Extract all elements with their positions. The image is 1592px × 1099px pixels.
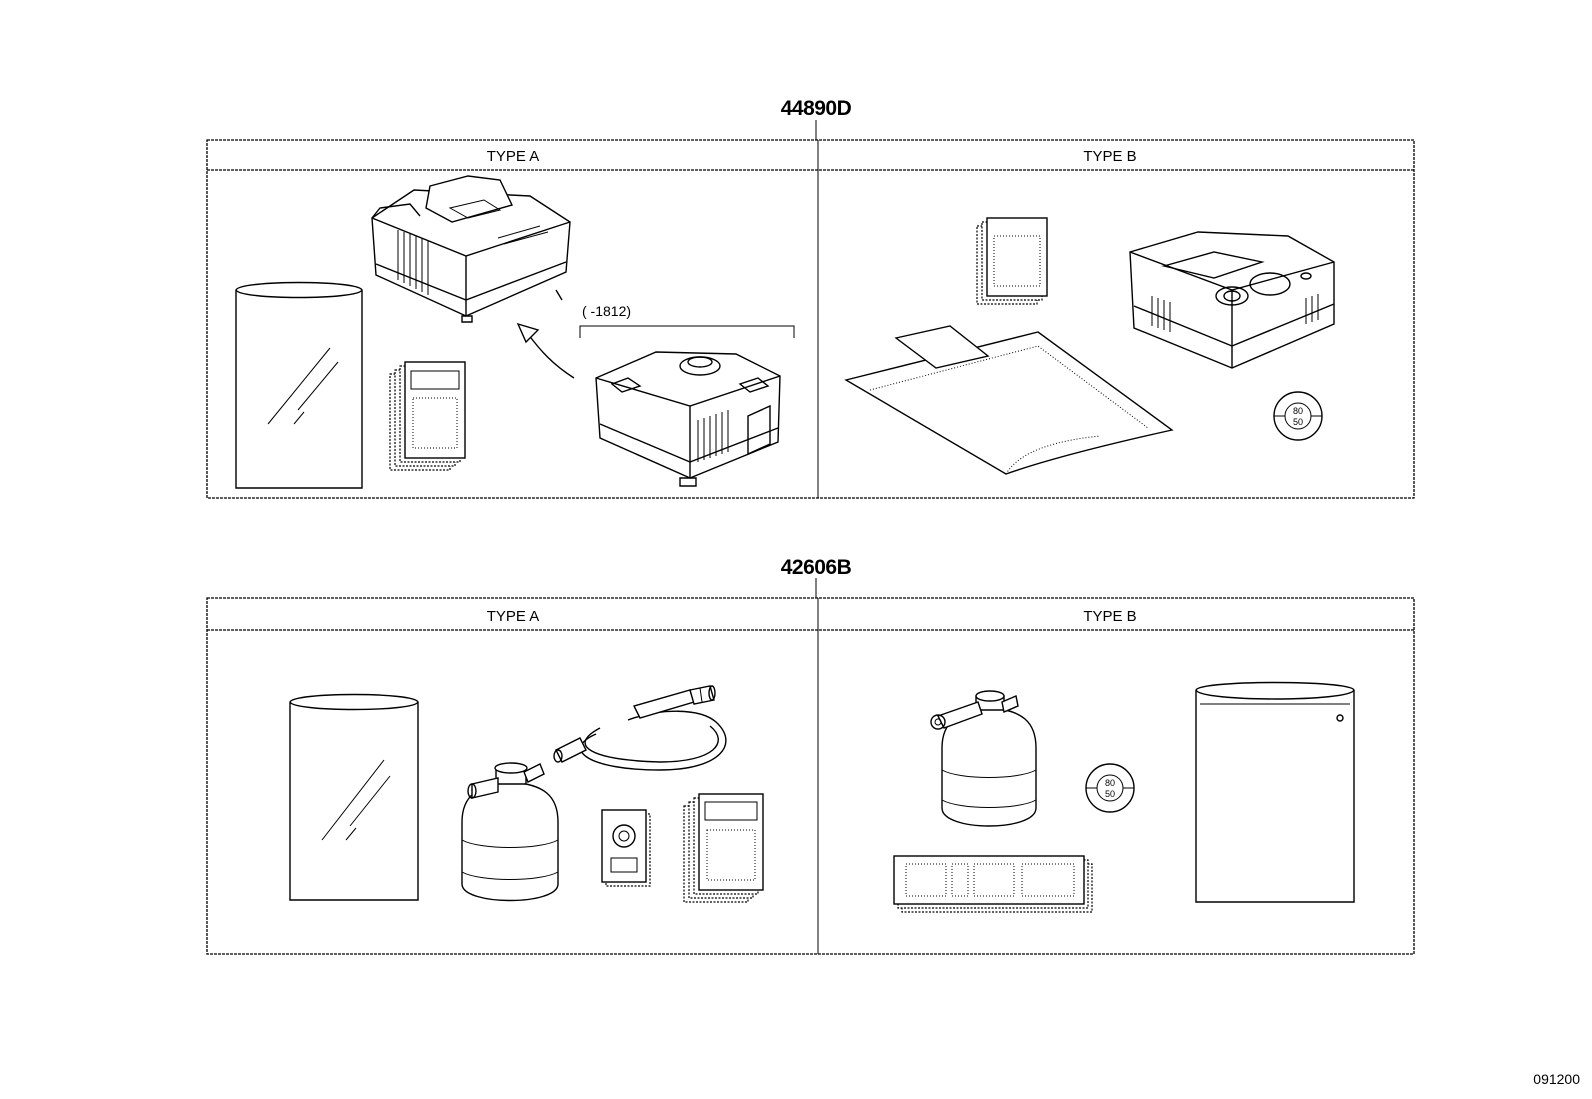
svg-text:80: 80	[1105, 778, 1115, 788]
part-number-42606B: 42606B	[781, 556, 852, 579]
type-a-label: TYPE A	[487, 148, 540, 165]
bag-icon	[1195, 681, 1355, 903]
part-number-44890D: 44890D	[781, 97, 852, 120]
svg-text:50: 50	[1293, 417, 1303, 427]
svg-text:80: 80	[1293, 406, 1303, 416]
speed-sticker-icon: 80 50	[1273, 391, 1323, 441]
manual-booklet-icon	[389, 361, 466, 471]
sealant-bottle-icon	[461, 762, 559, 902]
valve-card-icon	[601, 809, 651, 887]
sealant-bottle-icon	[930, 690, 1037, 827]
group-frame	[206, 139, 1415, 499]
serial-note: ( -1812)	[582, 303, 631, 319]
compressor-icon	[371, 175, 571, 323]
group-42606B: 42606B TYPE A TYPE B	[206, 556, 1415, 955]
svg-text:50: 50	[1105, 789, 1115, 799]
speed-sticker-icon: 80 50	[1085, 763, 1135, 813]
compressor-icon	[1129, 231, 1335, 369]
manual-booklet-icon	[976, 217, 1048, 305]
manual-booklet-icon	[683, 793, 764, 903]
type-a-label: TYPE A	[487, 608, 540, 625]
type-b-label: TYPE B	[1083, 148, 1136, 165]
hose-icon	[553, 685, 727, 771]
group-44890D: 44890D TYPE A TYPE B	[206, 97, 1415, 499]
sealant-pouch-icon	[844, 325, 1174, 475]
bottle-icon	[235, 281, 363, 489]
replacement-arrow-icon	[516, 322, 575, 379]
bottle-icon	[289, 693, 419, 901]
old-compressor-icon	[595, 351, 781, 487]
note-bracket: ( -1812)	[579, 303, 795, 338]
sticker-sheet-icon	[893, 855, 1093, 913]
type-b-label: TYPE B	[1083, 608, 1136, 625]
group-frame	[206, 597, 1415, 955]
drawing-code: 091200	[1533, 1071, 1580, 1087]
